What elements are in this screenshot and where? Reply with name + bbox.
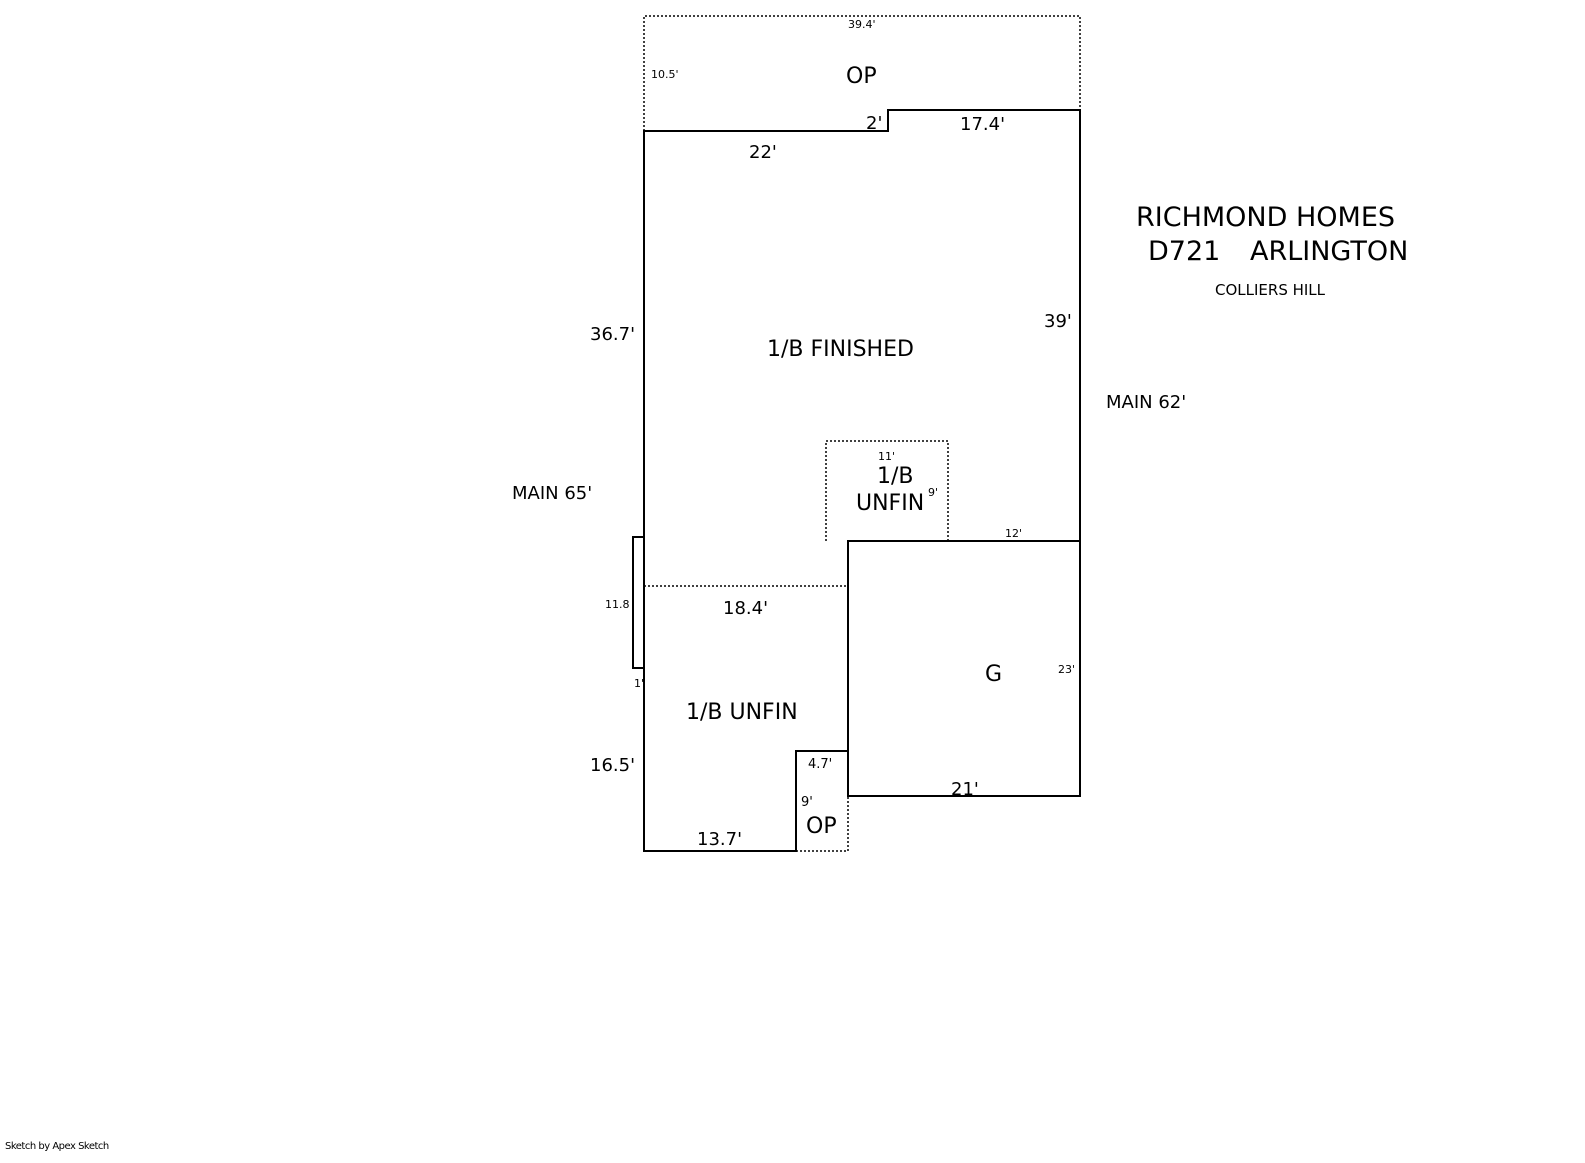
dim-op-bottom-depth: 9' xyxy=(801,795,813,810)
area-unfin-small-1: 1/B xyxy=(877,464,914,489)
dim-top-right: 17.4' xyxy=(960,114,1005,135)
dim-right-upper: 39' xyxy=(1044,311,1072,332)
dim-bump-length: 11.8 xyxy=(605,598,630,611)
area-finished: 1/B FINISHED xyxy=(767,337,914,362)
area-garage: G xyxy=(985,662,1002,687)
open-porch-bottom-outline xyxy=(796,796,849,852)
title-plan: D721 xyxy=(1148,236,1220,267)
dim-unfin-small-depth: 9' xyxy=(928,486,938,499)
dim-bump-depth: 1' xyxy=(634,677,644,690)
dim-op-bottom-width: 4.7' xyxy=(808,757,832,772)
label-main-left: MAIN 65' xyxy=(512,483,592,504)
title-line1: RICHMOND HOMES xyxy=(1136,202,1395,233)
dim-left-lower: 16.5' xyxy=(590,755,635,776)
footer-credit: Sketch by Apex Sketch xyxy=(5,1141,109,1152)
title-model: ARLINGTON xyxy=(1250,236,1408,267)
area-unfin-small-2: UNFIN xyxy=(856,491,924,516)
garage-outline xyxy=(847,540,1081,797)
dim-top-left: 22' xyxy=(749,142,777,163)
dim-garage-depth: 23' xyxy=(1058,663,1075,676)
open-porch-top-outline xyxy=(643,15,1081,131)
dim-unfin-small-width: 11' xyxy=(878,450,895,463)
area-unfin-main: 1/B UNFIN xyxy=(686,700,798,725)
dim-bottom-left: 13.7' xyxy=(697,829,742,850)
dim-step: 2' xyxy=(866,113,882,134)
dim-op-top-depth: 10.5' xyxy=(651,68,679,81)
dim-garage-top: 12' xyxy=(1005,527,1022,540)
dim-op-top-width: 39.4' xyxy=(848,18,876,31)
dim-unfin-width: 18.4' xyxy=(723,598,768,619)
area-op-bottom: OP xyxy=(806,814,837,839)
bump-out-outline xyxy=(632,536,645,669)
subtitle: COLLIERS HILL xyxy=(1215,281,1326,299)
unfin-small-outline xyxy=(825,440,949,541)
label-main-right: MAIN 62' xyxy=(1106,392,1186,413)
area-op-top: OP xyxy=(846,64,877,89)
dim-garage-bottom: 21' xyxy=(951,779,979,800)
main-outline xyxy=(643,109,1081,852)
dim-left-upper: 36.7' xyxy=(590,324,635,345)
